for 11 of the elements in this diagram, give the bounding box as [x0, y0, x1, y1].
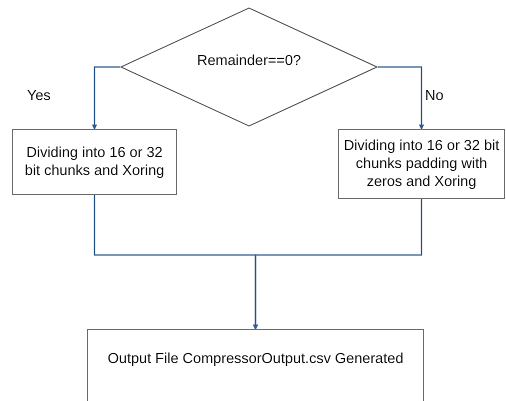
process-box	[338, 129, 505, 199]
connector-arrow	[92, 66, 120, 130]
decision-text: Remainder==0?	[197, 52, 301, 70]
process-text: Dividing into 16 or 32 bit chunks and Xoring	[24, 144, 166, 180]
process-text: Output File CompressorOutput.csv Generated	[108, 350, 404, 368]
process-text: Dividing into 16 or 32 bit chunks padding with zeros and Xoring	[342, 137, 500, 191]
decision-diamond	[120, 7, 378, 127]
process-box	[87, 329, 424, 401]
connector-arrow	[252, 199, 422, 330]
connector-arrow	[378, 66, 424, 130]
process-box	[12, 129, 177, 195]
